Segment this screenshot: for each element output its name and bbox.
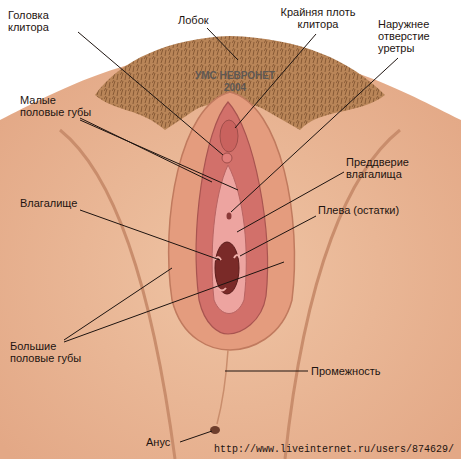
hymen-remnants — [215, 255, 240, 291]
perineum-raphe — [217, 350, 228, 424]
watermark: УМС НЕВРОНЕТ — [180, 70, 290, 82]
part-label: Большие половые губы — [10, 340, 85, 364]
watermark: 2004 — [180, 82, 290, 94]
vestibule — [212, 165, 246, 314]
clitoris-glans — [222, 153, 232, 163]
part-label: Преддверие влагалища — [346, 156, 434, 180]
labia-majora — [169, 92, 295, 350]
part-label: Лобок — [178, 14, 238, 26]
part-label: Влагалище — [20, 197, 100, 209]
labia-minora — [196, 102, 267, 334]
thigh-crease — [60, 130, 175, 459]
clitoral-hood — [220, 120, 238, 152]
part-label: Анус — [146, 436, 186, 448]
source-url: http://www.liveinternet.ru/users/874629/ — [214, 444, 459, 456]
part-label: Малые половые губы — [20, 94, 95, 118]
part-label: Крайняя плоть клитора — [272, 6, 364, 30]
part-label: Промежность — [311, 365, 411, 377]
part-label: Головка клитора — [8, 9, 80, 33]
skin — [0, 48, 461, 459]
leader-lines — [64, 28, 398, 442]
part-label: Плева (остатки) — [318, 204, 428, 216]
part-label: Наружнее отверстие уретры — [378, 18, 458, 54]
urethral-opening — [227, 213, 232, 220]
anus — [210, 426, 220, 434]
